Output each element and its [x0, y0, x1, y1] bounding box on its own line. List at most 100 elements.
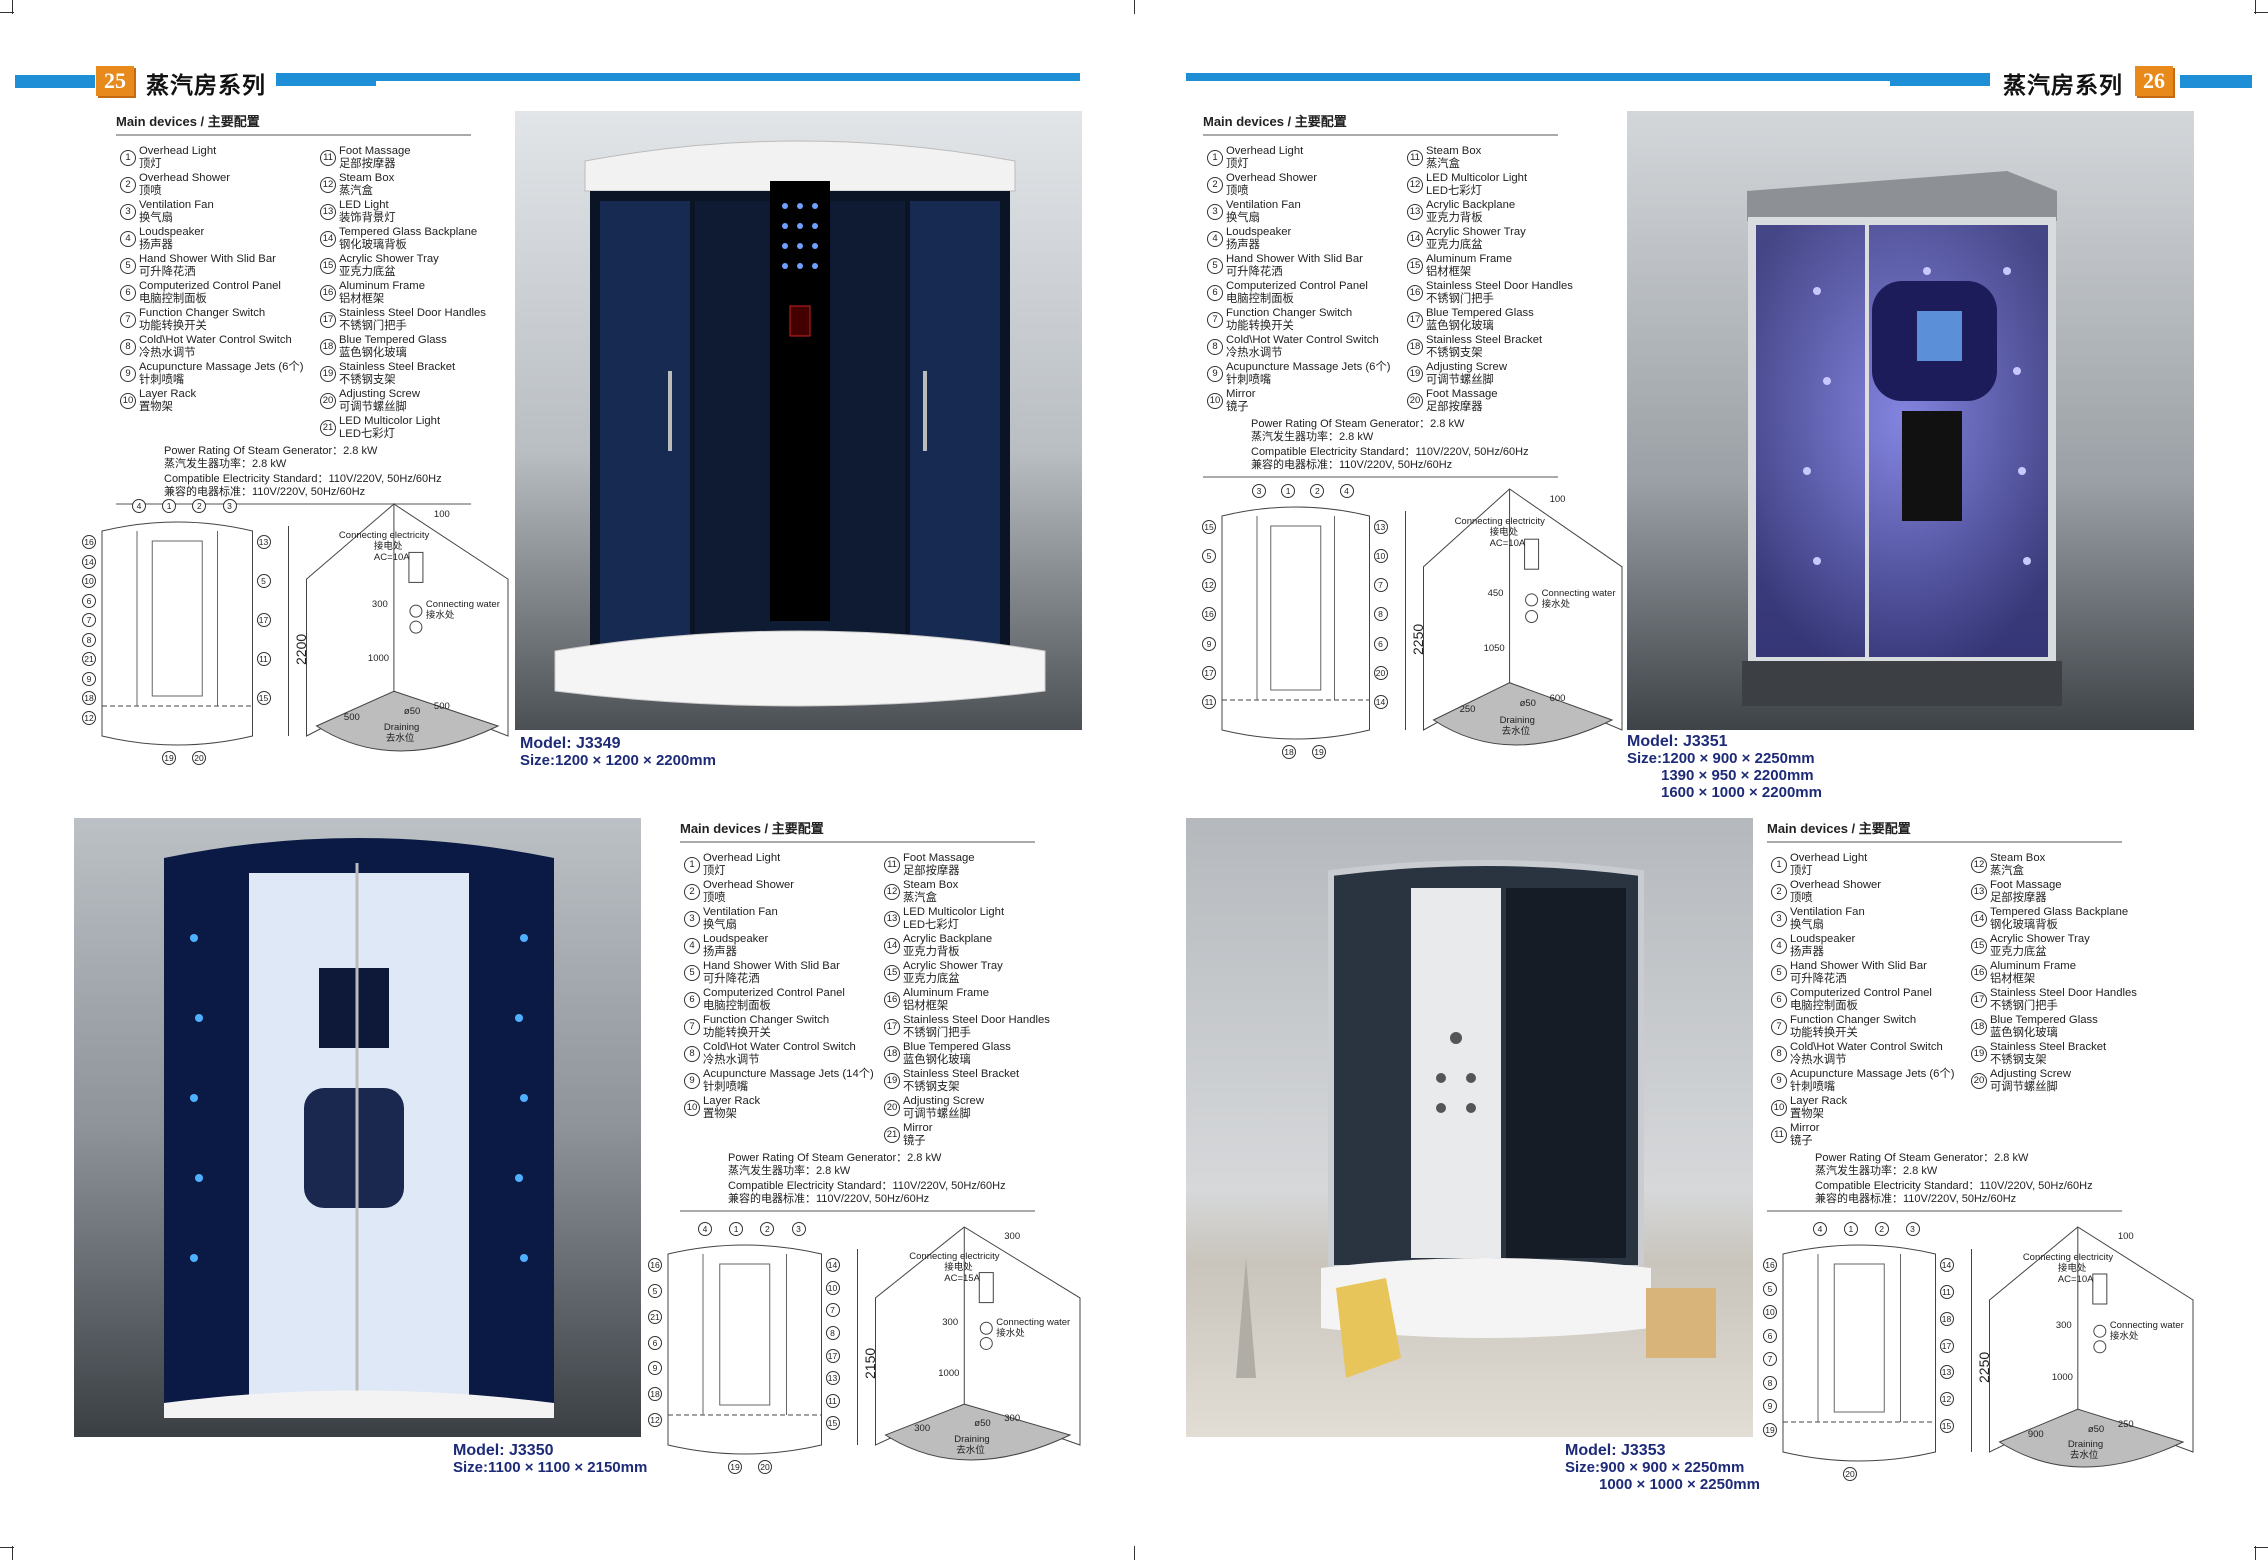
- electricity-ac-rating: AC=10A: [1489, 538, 1526, 550]
- electricity-standard-zh: 兼容的电器标准：110V/220V, 50Hz/60Hz: [728, 1192, 930, 1205]
- device-number-badge: 10: [1207, 392, 1223, 409]
- device-number-badge: 13: [1407, 203, 1423, 220]
- cabin-height-dimension: 2150: [861, 1347, 878, 1379]
- model-size: 1000 × 1000 × 2250mm: [1599, 1476, 1760, 1493]
- device-number-badge: 18: [1971, 1018, 1987, 1035]
- device-number-badge: 15: [1971, 937, 1987, 954]
- device-name-en: Stainless Steel Bracket: [903, 1068, 1020, 1080]
- water-connection-label-zh: 接水处: [425, 610, 455, 622]
- device-name-zh: 电脑控制面板: [703, 999, 771, 1012]
- device-name-en: Hand Shower With Slid Bar: [1226, 253, 1363, 265]
- device-name-en: Overhead Shower: [1226, 172, 1318, 184]
- device-name-en: Blue Tempered Glass: [1990, 1014, 2098, 1026]
- device-number-badge: 17: [1971, 991, 1987, 1008]
- callout-number: 11: [825, 1393, 840, 1408]
- device-name-zh: 功能转换开关: [139, 319, 207, 332]
- device-name-zh: 铝材框架: [1990, 972, 2036, 985]
- device-name-en: Stainless Steel Door Handles: [1426, 280, 1573, 292]
- device-number-badge: 10: [684, 1099, 700, 1116]
- device-number-badge: 14: [320, 230, 336, 247]
- device-name-en: Acupuncture Massage Jets (6个): [1790, 1068, 1955, 1080]
- cabin-height-dimension: 2250: [1409, 623, 1426, 656]
- device-name-en: Layer Rack: [703, 1095, 761, 1107]
- crop-mark: [0, 12, 14, 13]
- device-number-badge: 19: [320, 365, 336, 382]
- device-name-zh: LED七彩灯: [903, 918, 959, 931]
- crop-mark: [12, 0, 13, 14]
- device-name-en: Ventilation Fan: [139, 199, 214, 211]
- device-name-zh: 电脑控制面板: [1790, 999, 1858, 1012]
- callout-number: 7: [1763, 1352, 1777, 1366]
- water-connection-label-zh: 接水处: [2109, 1330, 2139, 1342]
- callout-number: 8: [1373, 607, 1388, 622]
- device-name-zh: 冷热水调节: [139, 346, 196, 359]
- callout-number: 15: [825, 1416, 840, 1431]
- callout-number: 6: [82, 593, 96, 608]
- device-name-en: Steam Box: [339, 172, 395, 184]
- device-name-zh: 功能转换开关: [1226, 319, 1294, 332]
- header-bar-right: [1890, 73, 1990, 86]
- device-name-en: Aluminum Frame: [1426, 253, 1513, 265]
- device-name-zh: 功能转换开关: [1790, 1026, 1858, 1039]
- device-number-badge: 15: [884, 964, 900, 981]
- callout-number: 18: [1282, 745, 1296, 759]
- device-name-zh: 可调节螺丝脚: [903, 1107, 971, 1120]
- callout-number: 11: [256, 652, 271, 666]
- device-name-en: LED Multicolor Light: [339, 415, 441, 427]
- callout-number: 1: [729, 1222, 744, 1236]
- main-devices-heading: Main devices / 主要配置: [680, 818, 1035, 843]
- device-name-en: Acupuncture Massage Jets (6个): [1226, 361, 1391, 373]
- device-number-badge: 16: [1407, 284, 1423, 301]
- divider: [116, 503, 471, 505]
- device-number-badge: 17: [320, 311, 336, 328]
- header-bar-left: [276, 73, 376, 86]
- electricity-standard-zh: 兼容的电器标准：110V/220V, 50Hz/60Hz: [1251, 458, 1453, 471]
- device-name-en: LED Multicolor Light: [1426, 172, 1528, 184]
- device-number-badge: 14: [884, 937, 900, 954]
- device-name-en: Aluminum Frame: [339, 280, 426, 292]
- device-name-zh: 铝材框架: [1426, 265, 1472, 278]
- device-name-en: Tempered Glass Backplane: [1990, 906, 2129, 918]
- device-name-zh: 亚克力底盆: [903, 972, 960, 985]
- device-name-en: Acrylic Shower Tray: [1426, 226, 1526, 238]
- dimension-value: 300: [914, 1423, 931, 1435]
- shower-cabin-illustration: [164, 838, 554, 1418]
- device-name-zh: 可升降花洒: [139, 265, 196, 278]
- device-name-zh: 扬声器: [139, 238, 173, 251]
- device-number-badge: 5: [684, 964, 700, 981]
- drain-diameter: ø50: [974, 1418, 991, 1430]
- divider: [680, 1210, 1035, 1212]
- device-name-zh: 足部按摩器: [903, 864, 960, 877]
- device-number-badge: 20: [320, 392, 336, 409]
- callout-number: 18: [648, 1387, 662, 1402]
- device-name-en: Overhead Shower: [139, 172, 231, 184]
- callout-number: 8: [82, 632, 96, 647]
- device-number-badge: 3: [1771, 910, 1787, 927]
- device-name-zh: 蓝色钢化玻璃: [1990, 1026, 2058, 1039]
- device-number-badge: 11: [320, 149, 336, 166]
- crop-mark: [2254, 12, 2268, 13]
- device-number-badge: 16: [1971, 964, 1987, 981]
